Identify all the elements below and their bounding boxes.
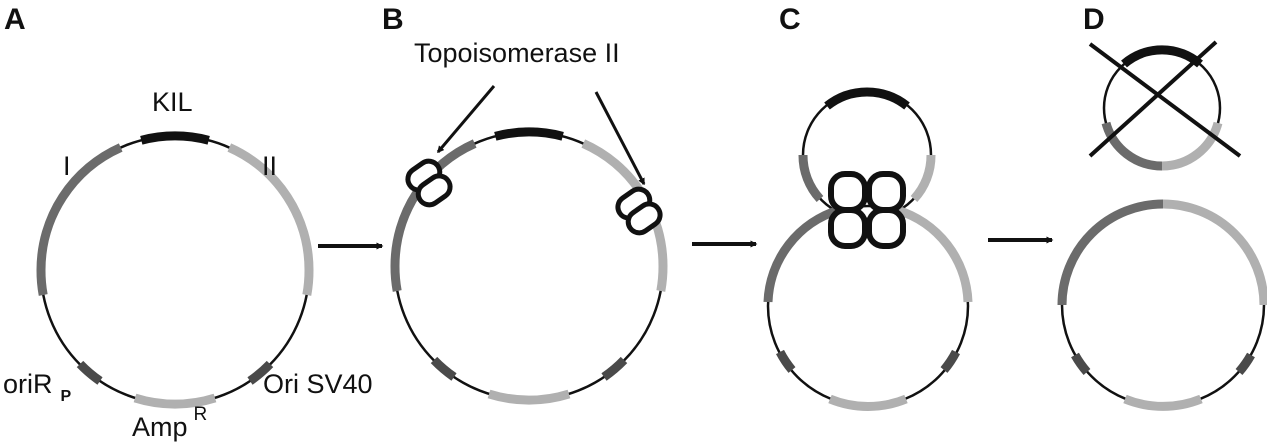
- dark-gray-tip-left: [390, 265, 402, 292]
- lower-amp-segment: [828, 394, 908, 411]
- upper-kil-segment: [824, 87, 910, 110]
- amp-segment: [1123, 394, 1203, 411]
- ori-rp-segment: [76, 360, 103, 385]
- panel-label-a: A: [4, 3, 26, 36]
- region-two-segment: [227, 143, 314, 271]
- amp-segment: [487, 389, 571, 405]
- label-ori-sv40: Ori SV40: [263, 369, 373, 399]
- panel-label-d: D: [1083, 3, 1105, 36]
- label-kil: KIL: [152, 87, 193, 117]
- ori-sv40-segment: [601, 356, 628, 381]
- panel-a-plasmid: [36, 131, 314, 409]
- label-region-two: II: [262, 151, 277, 181]
- label-topoisomerase: Topoisomerase II: [414, 38, 620, 68]
- kil-segment: [140, 131, 210, 145]
- topoisomerase-enzyme-icon: [828, 171, 868, 249]
- panel-label-c: C: [779, 3, 801, 36]
- region-one-segment: [36, 143, 123, 271]
- upper-light-gray-segment: [910, 154, 936, 203]
- lower-ori-sv40-segment: [940, 349, 960, 373]
- upper-dark-gray-segment: [798, 154, 824, 203]
- panel-label-b: B: [382, 3, 404, 36]
- small-light-gray-segment: [1161, 121, 1223, 171]
- ori-rp-segment: [430, 356, 457, 381]
- ori-rp-segment: [1071, 352, 1091, 375]
- ori-sv40-segment: [1235, 352, 1255, 375]
- cross-out-line: [1088, 40, 1218, 158]
- topoisomerase-enzyme-icon: [405, 158, 453, 208]
- topoisomerase-enzyme-icon: [615, 186, 663, 236]
- cross-out-line: [1088, 42, 1242, 158]
- enzyme-pointer-arrow-left: [436, 85, 496, 154]
- panel-c-catenated-plasmids: [763, 87, 973, 411]
- small-dark-gray-segment: [1101, 121, 1163, 171]
- light-gray-tip-right: [656, 265, 668, 292]
- small-kil-segment: [1121, 45, 1203, 68]
- dark-gray-segment: [1057, 199, 1164, 306]
- dark-gray-tip-left: [36, 269, 48, 296]
- topoisomerase-enzyme-icon: [866, 171, 906, 249]
- panel-d-released-plasmid: [1057, 199, 1267, 411]
- ori-sv40-segment: [247, 360, 274, 385]
- light-gray-segment: [1162, 199, 1267, 306]
- label-region-one: I: [63, 151, 71, 181]
- amp-segment: [133, 393, 217, 409]
- panel-d-discarded-ring: [1088, 40, 1242, 171]
- lower-ori-rp-segment: [776, 349, 796, 373]
- lower-light-gray-segment: [895, 205, 973, 303]
- enzyme-pointer-arrow-right: [594, 91, 646, 186]
- kil-segment: [494, 127, 564, 141]
- lower-dark-gray-segment: [763, 205, 841, 303]
- light-gray-tip-right: [302, 269, 314, 296]
